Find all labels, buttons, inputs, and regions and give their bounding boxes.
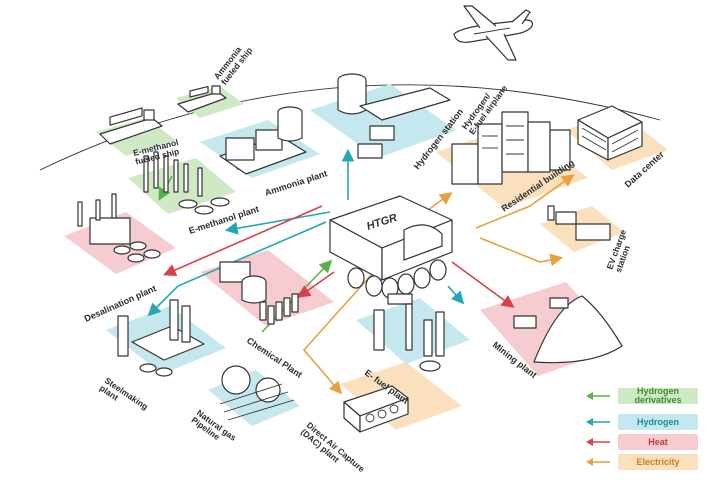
data-center-icon (577, 105, 643, 161)
legend-hydrogen-derivatives: Hydrogen derivatives (586, 387, 698, 405)
gas-pipeline-icon (219, 365, 295, 421)
hydrogen-station-icon (337, 73, 451, 159)
ammonia-plant-icon (219, 106, 307, 175)
ammonia-ship-icon (177, 85, 227, 113)
dac-plant-icon (343, 385, 409, 433)
airplane-icon (453, 5, 533, 61)
truck-icon (369, 125, 395, 141)
label-ammonia-ship: Ammoniafueled ship (212, 40, 255, 87)
legend-label: Heat (618, 434, 698, 450)
efuel-plant-icon (373, 293, 445, 372)
steelmaking-plant-icon (117, 299, 205, 377)
residential-building-icon (451, 111, 571, 185)
bus-icon (575, 223, 611, 241)
legend-electricity: Electricity (586, 454, 698, 470)
label-gas-pipeline: Natural gasPipeline (190, 408, 239, 451)
legend-heat: Heat (586, 434, 698, 450)
mining-plant-icon (513, 295, 623, 364)
emethanol-ship-icon (99, 107, 163, 145)
legend-label: Electricity (618, 454, 698, 470)
legend-label: Hydrogen derivatives (618, 387, 698, 405)
truck-icon (513, 315, 537, 329)
label-steelmaking: Steelmakingplant (98, 375, 150, 419)
htgr-reactor-icon: HTGR (329, 195, 453, 299)
legend-hydrogen: Hydrogen (586, 414, 698, 430)
car-icon (555, 211, 577, 225)
desalination-plant-icon (77, 193, 161, 263)
emethanol-plant-icon (143, 151, 230, 215)
chemical-plant-icon (219, 261, 299, 325)
label-ammonia-plant: Ammonia plant (264, 168, 329, 198)
legend-label: Hydrogen (618, 414, 698, 430)
ev-station-icon (547, 205, 611, 241)
